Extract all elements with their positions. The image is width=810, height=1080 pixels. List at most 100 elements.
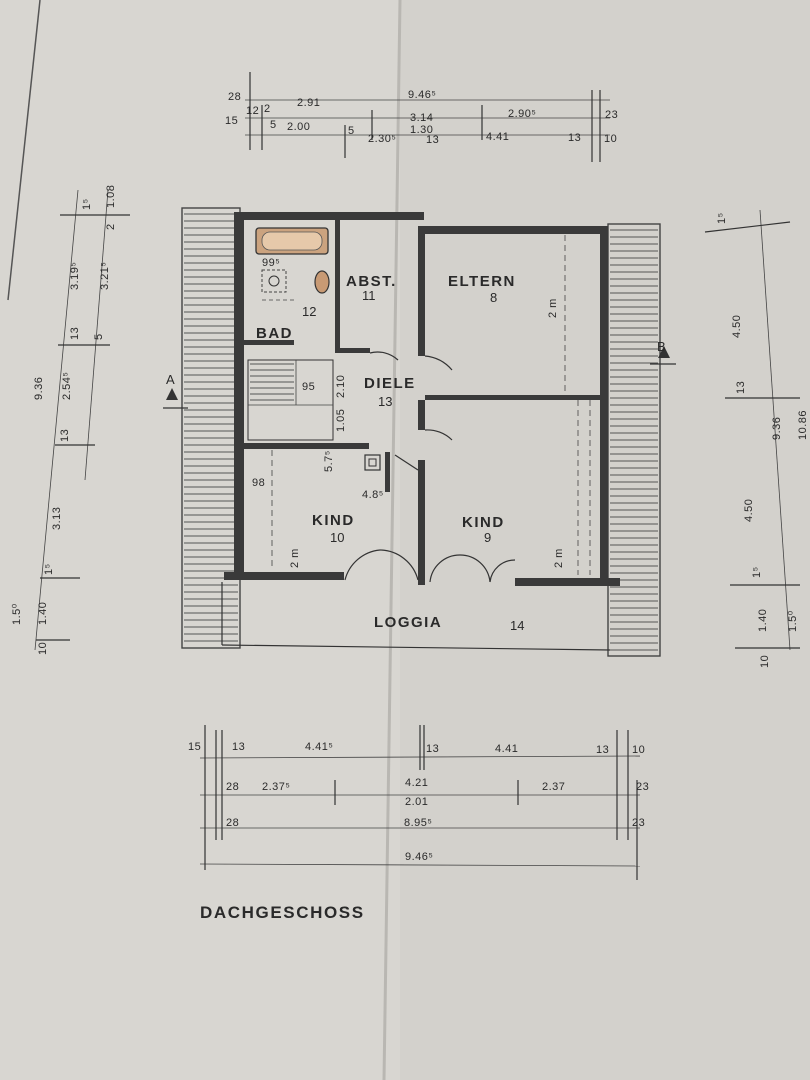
room-name-bad: BAD <box>256 325 293 342</box>
section-label-a: A <box>166 372 175 387</box>
inner-dim-210: 2.10 <box>335 375 347 398</box>
room-number-bad: 12 <box>302 304 316 319</box>
dim-bottom-10: 10 <box>632 744 645 756</box>
bottom-dimension-chain: 15 13 4.41⁵ 13 4.41 13 10 28 2.37⁵ 4.21 … <box>188 725 649 880</box>
dim-bottom-4415: 4.41⁵ <box>305 741 333 753</box>
room-name-diele: DIELE <box>364 375 416 392</box>
dim-right-15mid: 1⁵ <box>751 566 763 578</box>
dim-left-10: 10 <box>37 642 49 655</box>
section-marker-b: B <box>650 339 676 365</box>
dim-top-200: 2.00 <box>287 121 310 133</box>
doors <box>344 351 516 583</box>
inner-dim-105: 1.05 <box>335 409 347 432</box>
roof-hatch-right-lines <box>610 229 658 651</box>
dim-bottom-8955: 8.95⁵ <box>404 817 432 829</box>
dim-left-936: 9.36 <box>33 377 45 400</box>
room-name-abst: ABST. <box>346 273 397 290</box>
height-lines <box>262 235 591 575</box>
dim-left-313: 3.13 <box>51 507 63 530</box>
room-name-kind-9: KIND <box>462 514 505 531</box>
room-number-loggia: 14 <box>510 618 524 633</box>
dim-right-1086: 10.86 <box>797 410 809 440</box>
dim-top-15: 15 <box>225 115 238 127</box>
staircase <box>247 359 334 441</box>
dim-top-291: 2.91 <box>297 97 320 109</box>
room-name-kind-10: KIND <box>312 512 355 529</box>
dim-bottom-13c: 13 <box>596 744 609 756</box>
dim-bottom-441: 4.41 <box>495 743 518 755</box>
dim-left-108: 1.08 <box>105 185 117 208</box>
dim-left-3195: 3.19⁵ <box>69 262 81 290</box>
dim-top-28: 28 <box>228 91 241 103</box>
dim-right-450a: 4.50 <box>731 315 743 338</box>
dim-bottom-28a: 28 <box>226 781 239 793</box>
inner-dim-485: 4.8⁵ <box>362 489 384 501</box>
inner-dim-95: 95 <box>302 381 315 393</box>
dim-right-450b: 4.50 <box>743 499 755 522</box>
dim-top-441: 4.41 <box>486 131 509 143</box>
room-name-eltern: ELTERN <box>448 273 516 290</box>
bathtub <box>255 227 329 255</box>
dim-top-130: 1.30 <box>410 124 433 136</box>
inner-dim-bad: 99⁵ <box>262 257 280 269</box>
dim-bottom-total: 9.46⁵ <box>405 851 433 863</box>
dim-left-150: 1.5⁰ <box>11 603 23 625</box>
dim-top-2305: 2.30⁵ <box>368 133 396 145</box>
dim-right-140: 1.40 <box>757 609 769 632</box>
dim-bottom-421: 4.21 <box>405 777 428 789</box>
dim-top-5a: 5 <box>270 119 277 131</box>
dim-bottom-23a: 23 <box>636 781 649 793</box>
dim-left-15top: 1⁵ <box>81 198 93 210</box>
dim-left-2545: 2.54⁵ <box>61 372 73 400</box>
dim-bottom-237: 2.37 <box>542 781 565 793</box>
room-number-eltern: 8 <box>490 290 497 305</box>
left-dimension-chain: 9.36 3.19⁵ 3.21⁵ 13 2.54⁵ 13 3.13 1⁵ 1.4… <box>11 185 130 655</box>
top-dimension-chain: 28 2.91 9.46⁵ 3.14 2.90⁵ 23 15 12 2 5 2.… <box>225 72 618 162</box>
dim-bottom-13a: 13 <box>232 741 245 753</box>
dim-top-total: 9.46⁵ <box>408 89 436 101</box>
dim-bottom-28b: 28 <box>226 817 239 829</box>
right-dimension-chain: 1⁵ 4.50 13 9.36 10.86 4.50 1⁵ 1.40 1.5⁰ … <box>704 209 809 668</box>
dim-right-15top: 1⁵ <box>716 212 728 224</box>
dim-left-140: 1.40 <box>37 602 49 625</box>
dim-top-10: 10 <box>604 133 617 145</box>
section-label-b: B <box>657 339 666 354</box>
toilet <box>314 270 330 294</box>
inner-dim-eltern-2m: 2 m <box>547 298 559 318</box>
roof-hatch-left-lines <box>184 213 238 642</box>
dim-top-2: 2 <box>264 103 271 115</box>
dim-left-2: 2 <box>105 223 117 230</box>
dim-left-15: 1⁵ <box>43 563 55 575</box>
loggia-outline <box>221 582 611 651</box>
inner-dim-kind10-2m: 2 m <box>289 548 301 568</box>
dim-top-13b: 13 <box>568 132 581 144</box>
stair-treads <box>250 363 294 401</box>
dim-bottom-201: 2.01 <box>405 796 428 808</box>
plan-title: DACHGESCHOSS <box>200 903 365 922</box>
dim-top-2905: 2.90⁵ <box>508 108 536 120</box>
dim-top-12: 12 <box>246 105 259 117</box>
paper-left-half <box>0 0 400 1080</box>
dim-left-5: 5 <box>93 333 105 340</box>
dim-bottom-13b: 13 <box>426 743 439 755</box>
section-marker-a: A <box>163 372 188 409</box>
inner-dim-98: 98 <box>252 477 265 489</box>
dim-left-13a: 13 <box>69 327 81 340</box>
room-name-loggia: LOGGIA <box>374 614 442 631</box>
dim-top-13a: 13 <box>426 134 439 146</box>
dim-right-150: 1.5⁰ <box>787 610 799 632</box>
washbasin <box>261 269 287 293</box>
walls <box>224 212 620 586</box>
dim-bottom-2375: 2.37⁵ <box>262 781 290 793</box>
inner-dim-575: 5.7⁵ <box>323 450 335 472</box>
inner-dim-kind9-2m: 2 m <box>553 548 565 568</box>
room-number-abst: 11 <box>362 288 376 303</box>
paper-fold <box>382 0 402 1080</box>
dim-bottom-23b: 23 <box>632 817 645 829</box>
room-number-kind-10: 10 <box>330 530 344 545</box>
dim-left-3215: 3.21⁵ <box>99 262 111 290</box>
room-number-kind-9: 9 <box>484 530 491 545</box>
dim-left-13b: 13 <box>59 429 71 442</box>
